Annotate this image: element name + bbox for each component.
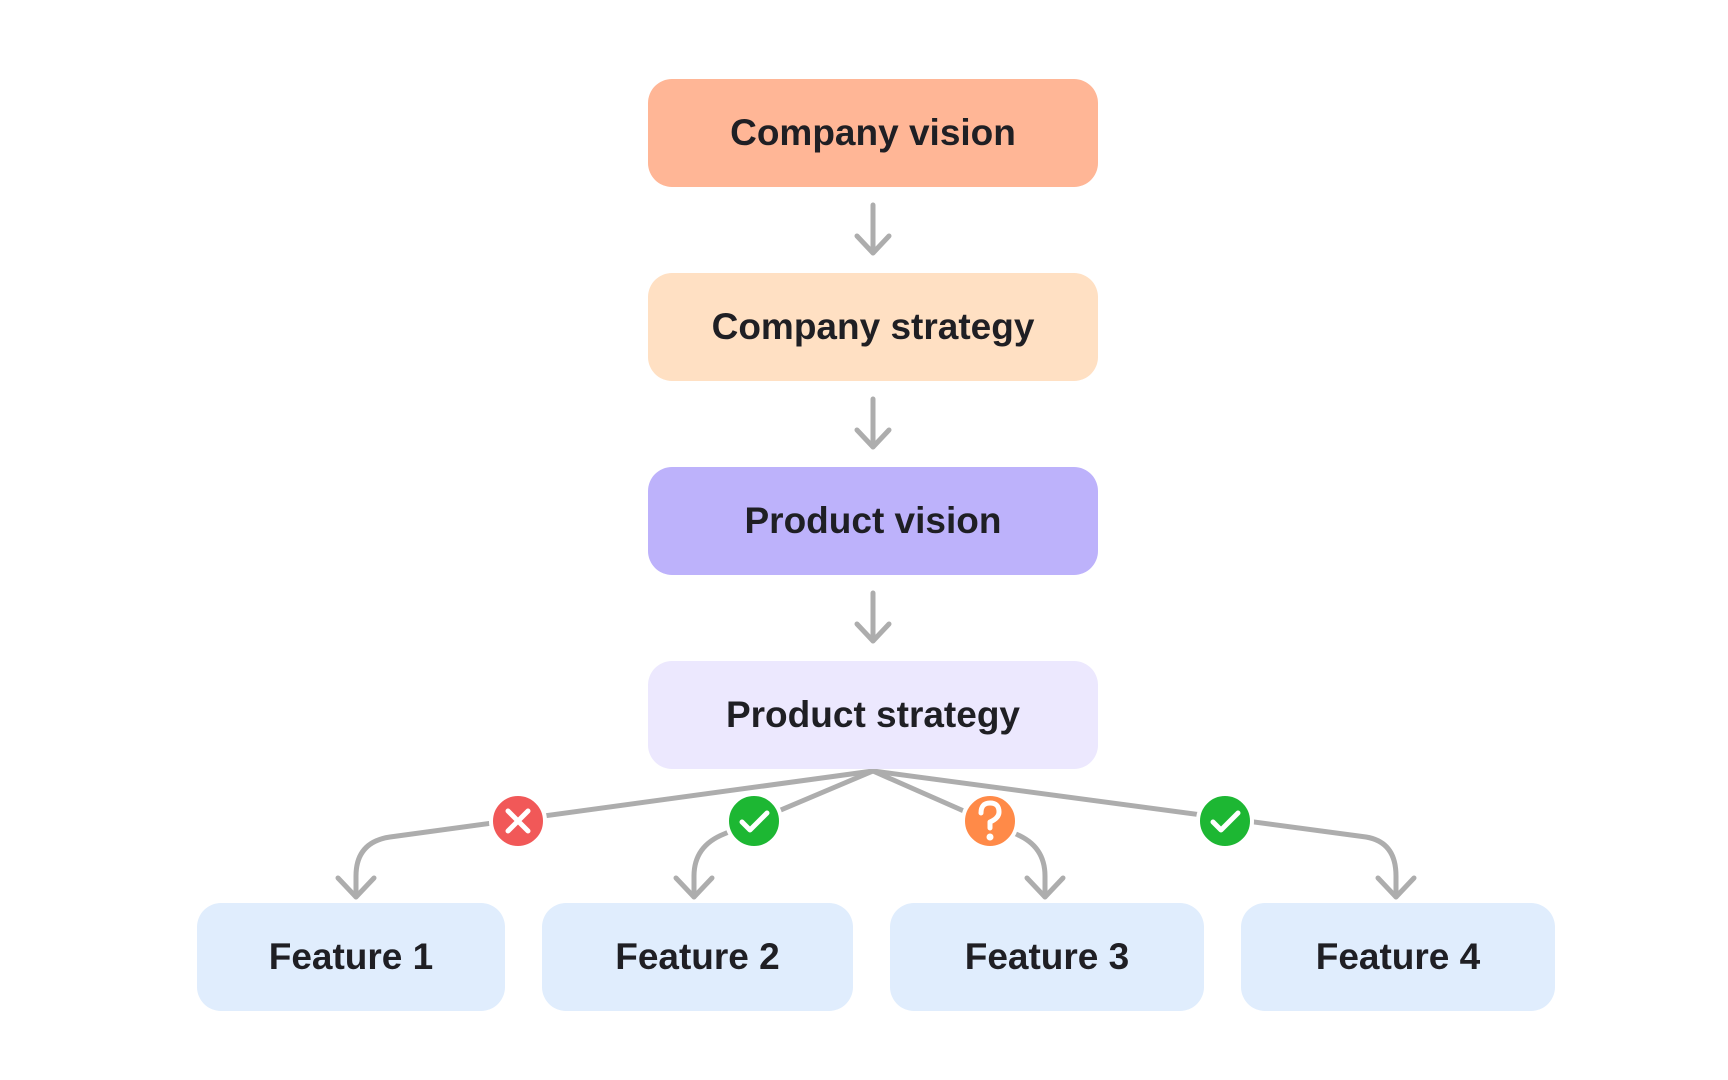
- product-vision-label: Product vision: [744, 500, 1002, 541]
- arrow-product-vision-to-product-strategy: [854, 590, 892, 644]
- branch-to-feature-4: [870, 768, 1417, 900]
- company-strategy-node: Company strategy: [648, 273, 1098, 381]
- check-mark-icon: [725, 792, 783, 850]
- feature-2-label: Feature 2: [615, 936, 780, 977]
- arrow-company-vision-to-company-strategy: [854, 202, 892, 256]
- feature-4-node: Feature 4: [1241, 903, 1555, 1011]
- product-strategy-label: Product strategy: [725, 694, 1020, 735]
- product-vision-node: Product vision: [648, 467, 1098, 575]
- check-mark-icon: [1196, 792, 1254, 850]
- feature-3-node: Feature 3: [890, 903, 1204, 1011]
- arrow-company-strategy-to-product-vision: [854, 396, 892, 450]
- feature-4-label: Feature 4: [1315, 936, 1481, 977]
- x-mark-icon: [489, 792, 547, 850]
- question-mark-icon: [961, 792, 1019, 850]
- branch-to-feature-1: [335, 768, 876, 900]
- feature-1-label: Feature 1: [268, 936, 434, 977]
- company-vision-node: Company vision: [648, 79, 1098, 187]
- company-vision-label: Company vision: [730, 112, 1016, 153]
- product-strategy-node: Product strategy: [648, 661, 1098, 769]
- branch-to-feature-2: [673, 768, 876, 900]
- company-strategy-label: Company strategy: [711, 306, 1035, 347]
- feature-2-node: Feature 2: [542, 903, 853, 1011]
- branch-to-feature-3: [870, 768, 1066, 900]
- feature-3-label: Feature 3: [964, 936, 1130, 977]
- feature-1-node: Feature 1: [197, 903, 505, 1011]
